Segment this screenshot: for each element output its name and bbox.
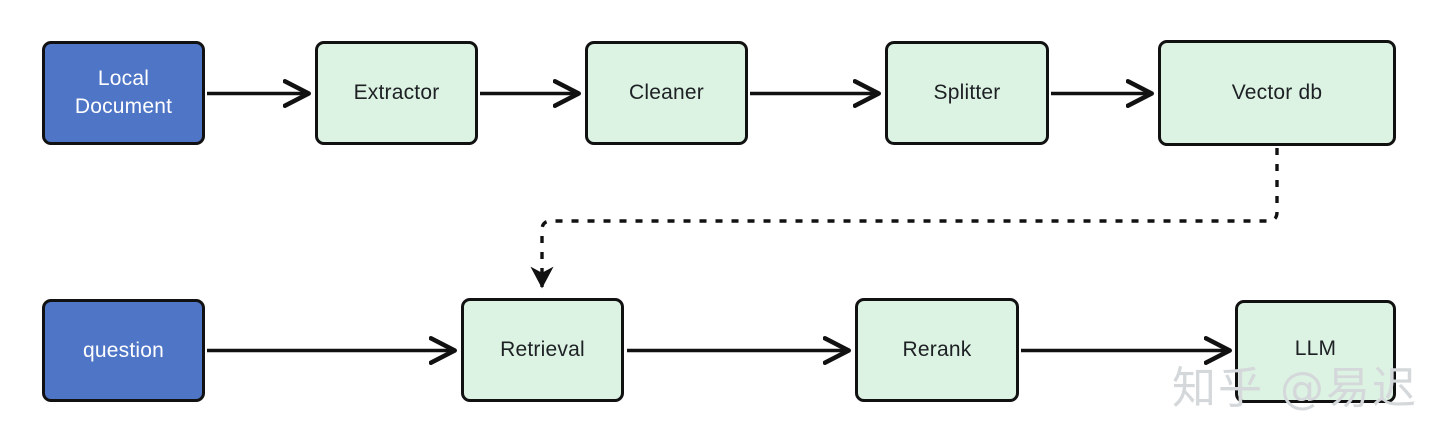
node-local-document[interactable]: Local Document [42,41,205,145]
node-question[interactable]: question [42,299,205,402]
node-cleaner[interactable]: Cleaner [585,41,748,145]
node-rerank[interactable]: Rerank [855,298,1019,402]
node-retrieval[interactable]: Retrieval [461,298,624,402]
node-extractor-label: Extractor [353,81,440,105]
node-retrieval-label: Retrieval [500,338,585,362]
edge-vector-db-to-retrieval [530,148,1279,289]
node-question-label: question [83,338,164,362]
node-local-document-label: Local Document [74,67,173,118]
watermark: 知乎 @易迟 [1172,363,1418,414]
node-rerank-label: Rerank [902,338,972,362]
node-splitter[interactable]: Splitter [885,41,1049,145]
node-cleaner-label: Cleaner [629,81,704,105]
node-llm[interactable]: LLM [1235,300,1396,403]
node-llm-label: LLM [1294,336,1337,360]
node-vector-db[interactable]: Vector db [1158,40,1396,146]
node-splitter-label: Splitter [933,81,1001,105]
node-vector-db-label: Vector db [1231,81,1323,105]
node-extractor[interactable]: Extractor [315,41,478,145]
